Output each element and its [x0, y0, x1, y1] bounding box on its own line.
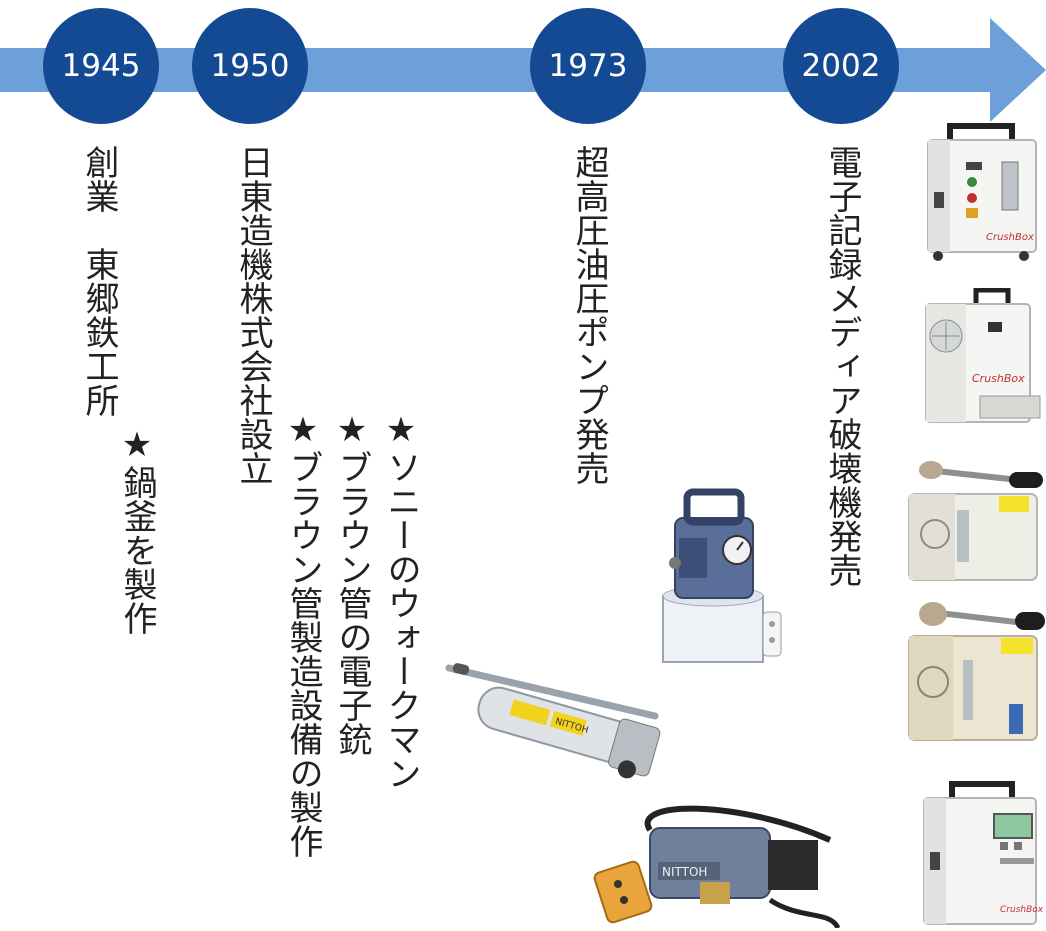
event-1950-electron-gun: ★ブラウン管の電子銃 — [332, 410, 372, 756]
crushbox-5-logo: CrushBox — [1000, 905, 1043, 915]
crushbox-display-image: CrushBox — [923, 781, 1043, 925]
crushbox-1-logo: CrushBox — [986, 232, 1034, 243]
crushbox-lever-image-2 — [908, 602, 1045, 741]
year-1950-circle: 1950 — [192, 8, 308, 124]
motor-pump-image: NITTOH — [593, 805, 840, 928]
crushbox-lever-image-1 — [908, 461, 1043, 581]
event-1950-walkman: ★ソニーのウォークマン — [381, 410, 421, 790]
year-1945-circle: 1945 — [43, 8, 159, 124]
year-2002-circle: 2002 — [783, 8, 899, 124]
motor-pump-brand-text: NITTOH — [662, 865, 707, 879]
event-2002-crusher-release: 電子記録メディア破壊機発売 — [822, 145, 862, 587]
crushbox-tray-image: CrushBox — [925, 288, 1041, 423]
crushbox-2-logo: CrushBox — [972, 372, 1025, 385]
event-1950-crt-equipment: ★ブラウン管製造設備の製作 — [283, 410, 323, 858]
event-1945-founding: 創業 東郷鉄工所 — [79, 145, 119, 417]
hand-pump-image: NITTOH — [445, 663, 661, 779]
event-1973-pump-release: 超高圧油圧ポンプ発売 — [569, 145, 609, 485]
electric-pump-image — [662, 488, 782, 663]
event-1945-pots: ★鍋釜を製作 — [117, 425, 157, 635]
crushbox-tower-image: CrushBox — [927, 123, 1037, 261]
year-1950-label: 1950 — [210, 48, 290, 84]
year-2002-label: 2002 — [801, 48, 881, 84]
year-1973-label: 1973 — [548, 48, 628, 84]
year-1973-circle: 1973 — [530, 8, 646, 124]
year-1945-label: 1945 — [61, 48, 141, 84]
event-1950-establishment: 日東造機株式会社設立 — [233, 145, 273, 485]
